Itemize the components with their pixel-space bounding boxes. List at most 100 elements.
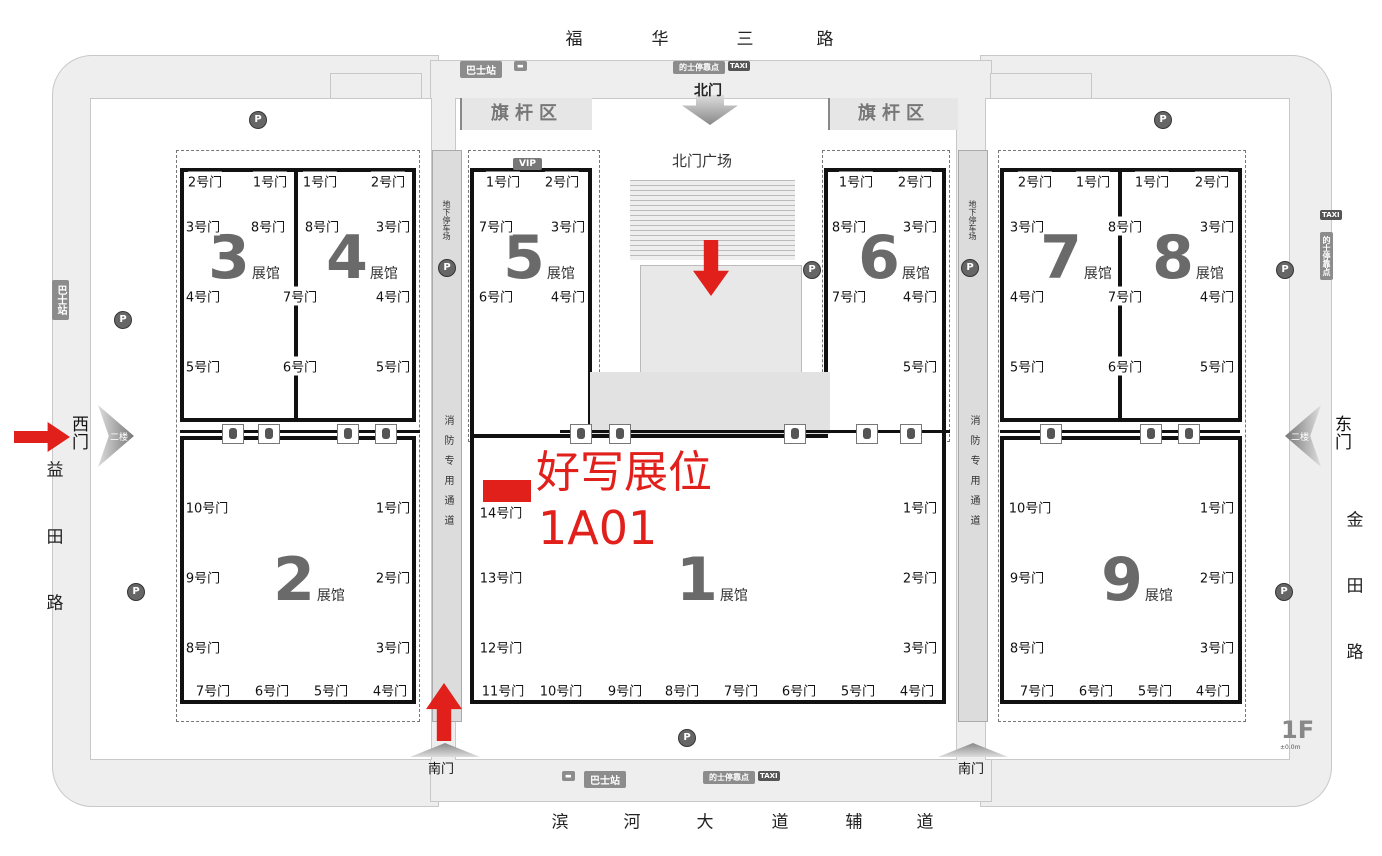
hall-number-digit: 7	[1040, 223, 1082, 293]
booth-number: 1A01	[538, 501, 658, 555]
hall-suffix: 展馆	[316, 588, 345, 604]
parking-icon: P	[678, 729, 696, 747]
gate-label: 1号门	[375, 497, 411, 517]
bus-icon: ▬	[514, 61, 527, 71]
south-gate-left-label: 南门	[428, 762, 455, 777]
restroom-icon	[258, 424, 280, 444]
underground-parking-lane-west	[432, 150, 462, 722]
restroom-icon	[375, 424, 397, 444]
road-west-char: 路	[46, 593, 64, 614]
vip-badge: VIP	[513, 158, 542, 170]
corridor-wall	[180, 430, 420, 433]
road-north-char: 路	[816, 29, 834, 50]
flag-area-east: 旗杆区	[828, 98, 958, 130]
gate-label: 5号门	[1199, 356, 1235, 376]
north-lobby	[640, 265, 802, 377]
floor-elevation: ±0.0m	[1280, 744, 1301, 751]
gate-label: 7号门	[1107, 286, 1143, 306]
gate-label: 13号门	[479, 567, 523, 587]
parking-icon: P	[1154, 111, 1172, 129]
gate-label: 2号门	[187, 171, 223, 191]
gate-label: 14号门	[479, 502, 523, 522]
taxi-icon: TAXI	[728, 61, 750, 71]
gate-label: 3号门	[1199, 216, 1235, 236]
parking-icon: P	[438, 259, 456, 277]
gate-label: 7号门	[723, 680, 759, 700]
gate-label: 4号门	[375, 286, 411, 306]
gate-label: 6号门	[254, 680, 290, 700]
gate-label: 4号门	[899, 680, 935, 700]
road-south-char: 河	[623, 812, 641, 833]
gate-label: 5号门	[840, 680, 876, 700]
hall-number-digit: 5	[503, 223, 545, 293]
restroom-icon	[337, 424, 359, 444]
gate-label: 7号门	[478, 216, 514, 236]
hall-suffix: 展馆	[546, 266, 575, 282]
gate-label: 6号门	[781, 680, 817, 700]
parking-icon: P	[803, 261, 821, 279]
hall-suffix: 展馆	[1083, 266, 1112, 282]
east-gate-label: 东门	[1335, 415, 1352, 453]
connecting-corridor	[140, 420, 1280, 442]
gate-label: 2号门	[902, 567, 938, 587]
hall-number-digit: 6	[858, 223, 900, 293]
road-south-char: 滨	[551, 812, 569, 833]
gate-label: 8号门	[250, 216, 286, 236]
gate-label: 2号门	[370, 171, 406, 191]
underground-parking-label: 地下停车场	[968, 200, 977, 240]
underground-parking-label: 地下停车场	[442, 200, 451, 240]
gate-label: 4号门	[185, 286, 221, 306]
road-south-char: 大	[696, 812, 714, 833]
gate-label: 4号门	[902, 286, 938, 306]
gate-label: 4号门	[372, 680, 408, 700]
gate-label: 8号门	[1009, 637, 1045, 657]
gate-label: 7号门	[195, 680, 231, 700]
gate-label: 8号门	[831, 216, 867, 236]
bus-stop-south: 巴士站	[584, 771, 626, 788]
restroom-icon	[784, 424, 806, 444]
road-west-char: 田	[46, 527, 64, 548]
restroom-icon	[1140, 424, 1162, 444]
corridor-wall	[1000, 430, 1240, 433]
taxi-stop-north: 的士停靠点	[673, 61, 725, 74]
fire-lane-label: 消防专用通道	[968, 415, 979, 535]
gate-label: 1号门	[252, 171, 288, 191]
gate-label: 3号门	[375, 216, 411, 236]
restroom-icon	[1040, 424, 1062, 444]
north-plaza-label: 北门广场	[672, 152, 733, 170]
gate-label: 2号门	[1199, 567, 1235, 587]
gate-label: 1号门	[1075, 171, 1111, 191]
flag-area-west: 旗杆区	[460, 98, 592, 130]
gate-label: 4号门	[1199, 286, 1235, 306]
gate-label: 6号门	[282, 356, 318, 376]
gate-label: 4号门	[1009, 286, 1045, 306]
second-floor-label: 二楼	[1291, 433, 1310, 443]
hall-number-digit: 2	[273, 545, 315, 615]
hall-number-digit: 8	[1152, 223, 1194, 293]
taxi-stop-south: 的士停靠点	[703, 771, 755, 784]
restroom-icon	[222, 424, 244, 444]
road-south-char: 道	[771, 812, 789, 833]
gate-label: 11号门	[481, 680, 525, 700]
east-hall-boundary	[998, 150, 1246, 722]
parking-icon: P	[249, 111, 267, 129]
road-west-char: 益	[46, 460, 64, 481]
gate-label: 10号门	[1008, 497, 1052, 517]
road-east-char: 田	[1346, 576, 1364, 597]
underground-parking-lane-east	[958, 150, 988, 722]
gate-label: 9号门	[185, 567, 221, 587]
parking-icon: P	[1276, 261, 1294, 279]
restroom-icon	[570, 424, 592, 444]
hall-number-digit: 4	[326, 223, 368, 293]
gate-label: 3号门	[375, 637, 411, 657]
lobby-fill	[590, 372, 830, 434]
hall-suffix: 展馆	[1195, 266, 1224, 282]
bus-stop-north: 巴士站	[460, 61, 502, 78]
gate-label: 4号门	[1195, 680, 1231, 700]
